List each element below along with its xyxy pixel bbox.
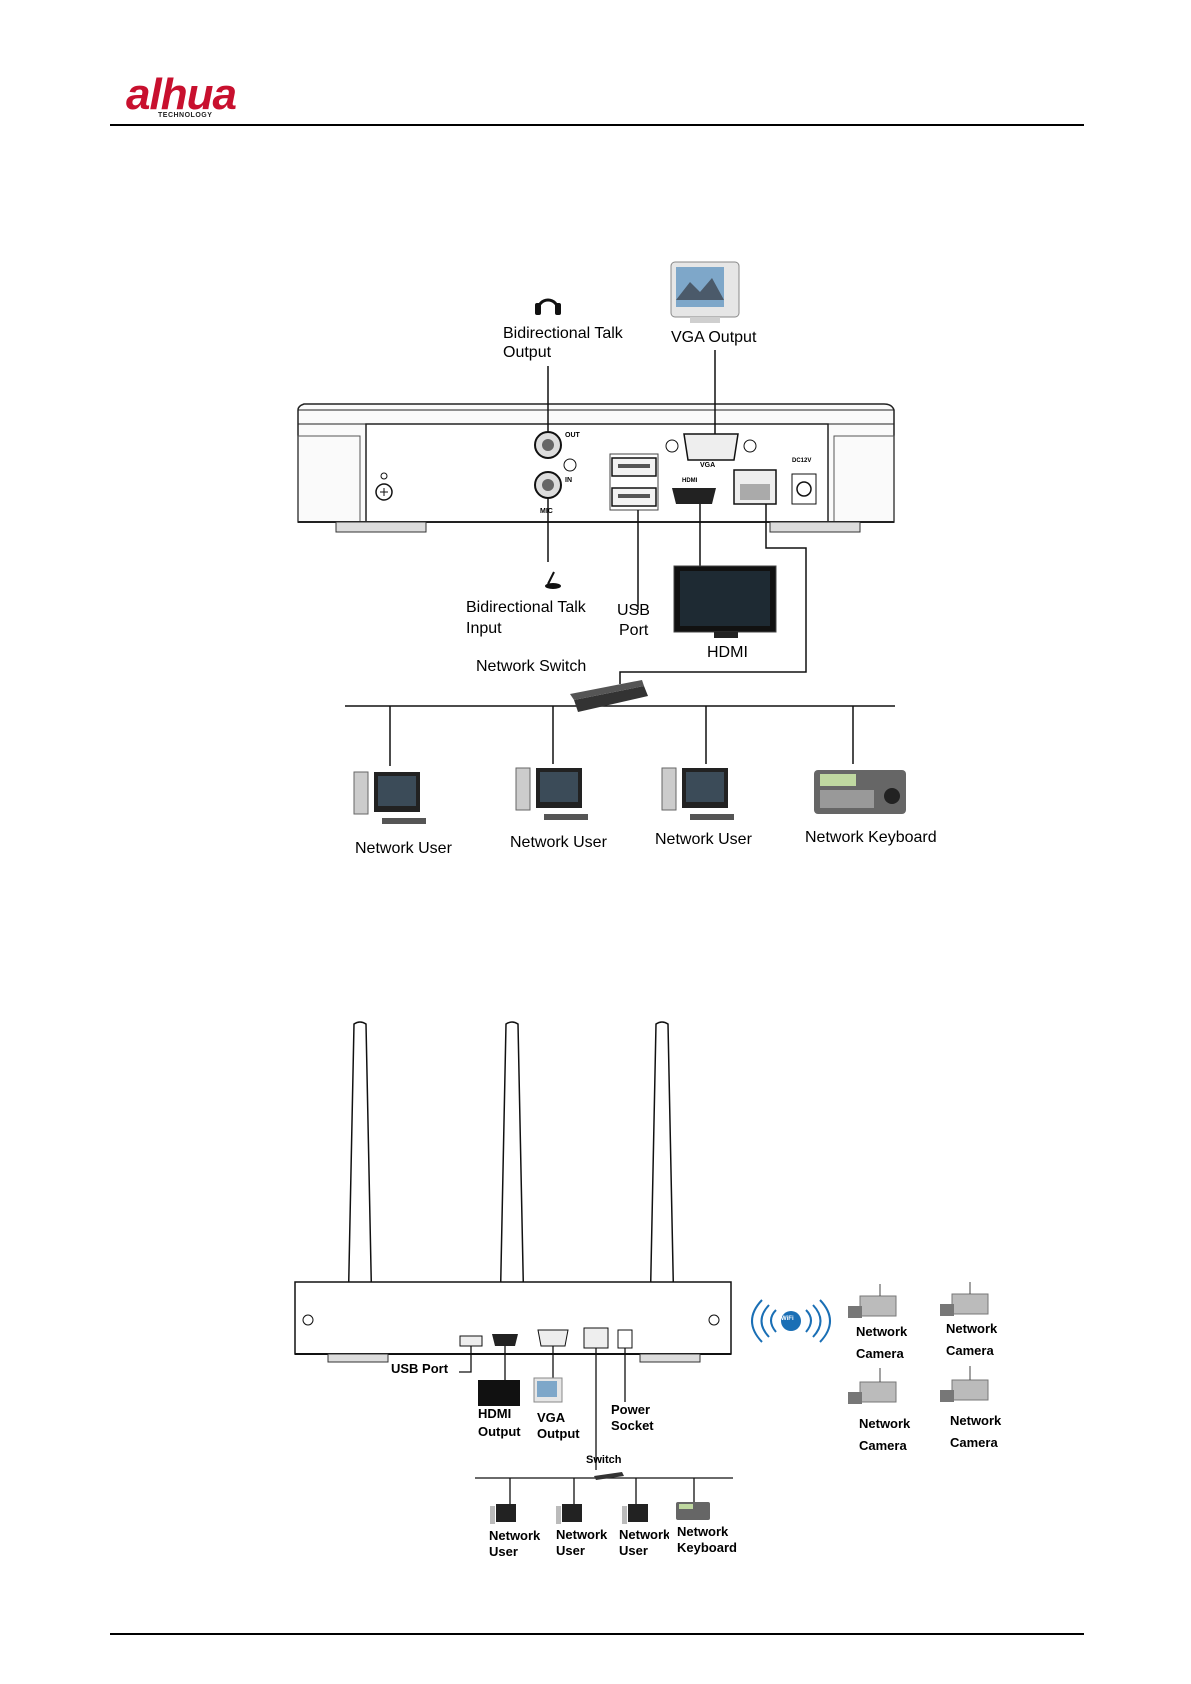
wifi-badge: WiFi xyxy=(781,1316,794,1322)
port-label-out: OUT xyxy=(565,432,580,439)
brand-logo-subtitle: TECHNOLOGY xyxy=(158,112,213,119)
label-vga-output-2-line1: VGA xyxy=(537,1410,566,1425)
wifi-signal-icon xyxy=(751,1299,831,1343)
port-label-in: IN xyxy=(565,477,572,484)
hdmi-output-monitor-icon xyxy=(478,1380,520,1406)
label-usb-port-line1: USB xyxy=(617,602,650,619)
network-keyboard-icon xyxy=(814,770,906,814)
network-user-pc-3 xyxy=(661,767,734,820)
label-vga-output-2-line2: Output xyxy=(537,1426,580,1441)
port-label-mic: MIC xyxy=(540,508,553,515)
label-network-user-small-2-line2: User xyxy=(556,1543,585,1558)
hdmi-tv-icon xyxy=(673,565,777,638)
diagram-2-connectors xyxy=(459,1346,733,1504)
label-network-camera-4-line2: Camera xyxy=(950,1435,998,1450)
network-keyboard-small-icon xyxy=(676,1502,710,1520)
label-power-socket-line2: Socket xyxy=(611,1418,654,1433)
label-network-camera-1-line1: Network xyxy=(856,1324,908,1339)
diagram-1-connectors xyxy=(345,350,895,766)
vga-monitor-icon xyxy=(670,261,740,323)
label-network-switch: Network Switch xyxy=(476,658,587,675)
label-network-user-small-1-line1: Network xyxy=(489,1528,541,1543)
antenna-icons xyxy=(347,1021,675,1319)
vga-output-monitor-icon xyxy=(533,1377,563,1403)
network-user-pc-small-1 xyxy=(490,1504,516,1524)
network-user-pc-small-2 xyxy=(556,1504,582,1524)
label-network-camera-3-line2: Camera xyxy=(859,1438,907,1453)
label-usb-port-line2: Port xyxy=(619,622,649,639)
label-network-user-small-2-line1: Network xyxy=(556,1527,608,1542)
switch-icon xyxy=(594,1472,624,1480)
label-network-keyboard-small-line2: Keyboard xyxy=(677,1540,737,1555)
network-switch-icon xyxy=(570,680,648,712)
label-network-camera-2-line2: Camera xyxy=(946,1343,994,1358)
label-network-camera-2-line1: Network xyxy=(946,1321,998,1336)
label-network-user-small-3-line1: Network xyxy=(619,1527,669,1542)
footer-rule xyxy=(110,1633,1084,1635)
label-bidirectional-talk-input-line2: Input xyxy=(466,620,502,637)
label-network-camera-4-line1: Network xyxy=(950,1413,1002,1428)
label-hdmi: HDMI xyxy=(707,644,748,661)
network-user-pc-1 xyxy=(353,771,426,824)
label-network-camera-1-line2: Camera xyxy=(856,1346,904,1361)
network-camera-icon-4 xyxy=(940,1366,989,1402)
nvr-rear-panel xyxy=(297,403,895,533)
label-power-socket-line1: Power xyxy=(611,1402,651,1417)
label-network-user-small-3-line2: User xyxy=(619,1543,648,1558)
label-switch: Switch xyxy=(586,1454,622,1466)
port-label-dc: DC12V xyxy=(792,458,812,464)
headphone-icon xyxy=(535,298,561,315)
label-network-user-2: Network User xyxy=(510,834,607,851)
label-network-user-3: Network User xyxy=(655,831,752,848)
label-usb-port-2: USB Port xyxy=(391,1361,449,1376)
port-label-vga: VGA xyxy=(700,462,716,469)
label-hdmi-output-line1: HDMI xyxy=(478,1406,512,1421)
network-user-pc-small-3 xyxy=(622,1504,648,1524)
wireless-nvr-rear-panel xyxy=(294,1281,732,1363)
label-network-keyboard-small-line1: Network xyxy=(677,1524,729,1539)
label-bidirectional-talk-output-line2: Output xyxy=(503,344,552,361)
header-rule xyxy=(110,124,1084,126)
label-network-keyboard: Network Keyboard xyxy=(805,829,937,846)
port-label-hdmi: HDMI xyxy=(682,478,698,484)
network-user-pc-2 xyxy=(515,767,588,820)
label-bidirectional-talk-output-line1: Bidirectional Talk xyxy=(503,325,623,342)
microphone-icon xyxy=(545,571,561,589)
label-hdmi-output-line2: Output xyxy=(478,1424,521,1439)
network-camera-icon-1 xyxy=(848,1284,897,1318)
network-camera-icon-2 xyxy=(940,1282,989,1316)
network-camera-icon-3 xyxy=(848,1368,897,1404)
label-network-camera-3-line1: Network xyxy=(859,1416,911,1431)
label-network-user-1: Network User xyxy=(355,840,452,857)
label-network-user-small-1-line2: User xyxy=(489,1544,518,1559)
label-bidirectional-talk-input-line1: Bidirectional Talk xyxy=(466,599,586,616)
brand-logo: alhua xyxy=(126,70,237,119)
label-vga-output: VGA Output xyxy=(671,329,757,346)
